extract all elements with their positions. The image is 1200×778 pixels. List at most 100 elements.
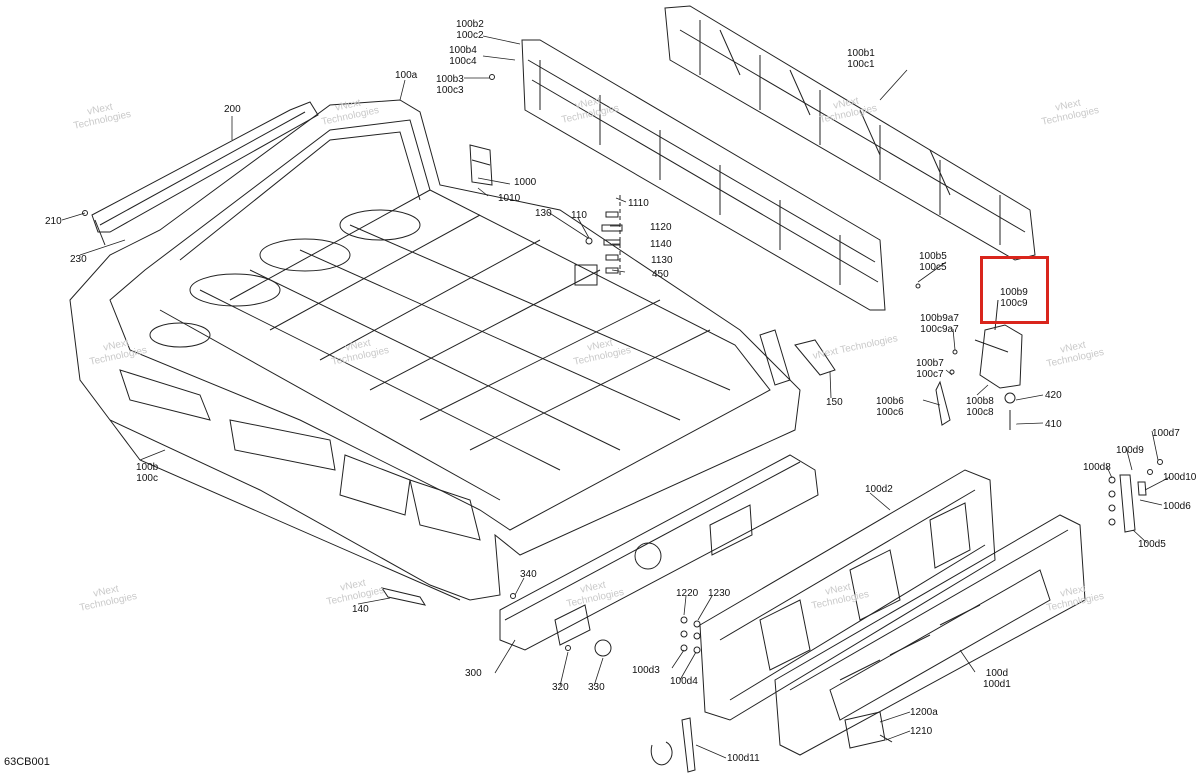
callout-340[interactable]: 340 bbox=[520, 569, 537, 580]
callout-100a[interactable]: 100a bbox=[395, 70, 417, 81]
callout-text: 100b1 bbox=[847, 48, 875, 59]
callout-text: 100d bbox=[985, 668, 1009, 679]
callout-text: 140 bbox=[352, 604, 369, 615]
callout-text: 100b6 bbox=[876, 396, 904, 407]
callout-text: 100b3 bbox=[436, 74, 464, 85]
callout-text: 100c2 bbox=[456, 30, 484, 41]
callout-100d6[interactable]: 100d6 bbox=[1163, 501, 1191, 512]
callout-330[interactable]: 330 bbox=[588, 682, 605, 693]
hardware-1220-1230 bbox=[680, 616, 701, 654]
callout-100d9[interactable]: 100d9 bbox=[1116, 445, 1144, 456]
callout-410[interactable]: 410 bbox=[1045, 419, 1062, 430]
callout-text: 420 bbox=[1045, 390, 1062, 401]
callout-300[interactable]: 300 bbox=[465, 668, 482, 679]
latch-part-150 bbox=[759, 329, 836, 386]
callout-230[interactable]: 230 bbox=[70, 254, 87, 265]
callout-text: 100d3 bbox=[632, 665, 660, 676]
latch-bracket-part-100b9 bbox=[974, 299, 1023, 389]
drawing-code: 63CB001 bbox=[4, 756, 50, 768]
callout-100d4[interactable]: 100d4 bbox=[670, 676, 698, 687]
callout-1000[interactable]: 1000 bbox=[514, 177, 536, 188]
callout-100d3[interactable]: 100d3 bbox=[632, 665, 660, 676]
callout-text: 130 bbox=[535, 208, 552, 219]
callout-text: 100c9 bbox=[1000, 298, 1028, 309]
callout-110[interactable]: 110 bbox=[571, 210, 587, 221]
callout-text: 100b8 bbox=[966, 396, 994, 407]
callout-320[interactable]: 320 bbox=[552, 682, 569, 693]
callout-200[interactable]: 200 bbox=[224, 104, 241, 115]
latch-part-1200a bbox=[844, 711, 893, 749]
callout-text: 330 bbox=[588, 682, 605, 693]
callout-1110[interactable]: 1110 bbox=[628, 198, 649, 209]
cable-part-100d11 bbox=[650, 717, 696, 773]
callout-text: 410 bbox=[1045, 419, 1062, 430]
callout-1010[interactable]: 1010 bbox=[498, 193, 520, 204]
callout-text: 100b bbox=[136, 462, 159, 473]
callout-140[interactable]: 140 bbox=[352, 604, 369, 615]
callout-text: 100d9 bbox=[1116, 445, 1144, 456]
callout-text: 1140 bbox=[650, 239, 672, 250]
callout-1230[interactable]: 1230 bbox=[708, 588, 730, 599]
strip-part-140 bbox=[380, 587, 427, 606]
callout-1220[interactable]: 1220 bbox=[676, 588, 698, 599]
bed-rail-part-200 bbox=[91, 101, 319, 246]
callout-100d10[interactable]: 100d10 bbox=[1163, 472, 1196, 483]
callout-text: 100b7 bbox=[916, 358, 944, 369]
front-frame-part-100b1 bbox=[664, 5, 1036, 261]
small-fasteners bbox=[915, 283, 1016, 430]
callout-text: 450 bbox=[652, 269, 669, 280]
callout-text: 200 bbox=[224, 104, 241, 115]
callout-text: 100c6 bbox=[876, 407, 904, 418]
callout-text: 100d1 bbox=[983, 679, 1011, 690]
callout-100d2[interactable]: 100d2 bbox=[865, 484, 893, 495]
callout-text: 340 bbox=[520, 569, 537, 580]
callout-210[interactable]: 210 bbox=[45, 216, 62, 227]
callout-150[interactable]: 150 bbox=[826, 397, 843, 408]
tailgate-beam-part-300 bbox=[499, 454, 819, 657]
callout-130[interactable]: 130 bbox=[535, 208, 552, 219]
callout-1120[interactable]: 1120 bbox=[650, 222, 672, 233]
callout-100d8[interactable]: 100d8 bbox=[1083, 462, 1111, 473]
callout-1140[interactable]: 1140 bbox=[650, 239, 672, 250]
callout-420[interactable]: 420 bbox=[1045, 390, 1062, 401]
callout-text: 230 bbox=[70, 254, 87, 265]
hinge-hardware-100d5 bbox=[1108, 459, 1163, 533]
callout-text: 1110 bbox=[628, 198, 649, 209]
callout-text: 1120 bbox=[650, 222, 672, 233]
callout-text: 1010 bbox=[498, 193, 521, 204]
callout-text: 1000 bbox=[514, 177, 537, 188]
callout-text: 1130 bbox=[651, 255, 673, 266]
callout-text: 100d5 bbox=[1138, 539, 1166, 550]
misc-fasteners bbox=[82, 74, 571, 651]
highlight-box bbox=[980, 256, 1049, 324]
callout-1130[interactable]: 1130 bbox=[651, 255, 673, 266]
leader-lines bbox=[61, 35, 1171, 759]
callout-text: 210 bbox=[45, 216, 62, 227]
callout-100d11[interactable]: 100d11 bbox=[727, 753, 760, 764]
callout-text: 100d8 bbox=[1083, 462, 1111, 473]
callout-text: 110 bbox=[571, 210, 587, 221]
callout-1210[interactable]: 1210 bbox=[910, 726, 932, 737]
callout-450[interactable]: 450 bbox=[652, 269, 669, 280]
callout-text: 100c1 bbox=[847, 59, 875, 70]
tailgate-outer-part-100d bbox=[774, 514, 1086, 756]
callout-100d5[interactable]: 100d5 bbox=[1138, 539, 1166, 550]
callout-100d7[interactable]: 100d7 bbox=[1152, 428, 1180, 439]
callout-text: 100d6 bbox=[1163, 501, 1191, 512]
callout-1200a[interactable]: 1200a bbox=[910, 707, 938, 718]
callout-text: 100d2 bbox=[865, 484, 893, 495]
callout-text: 100c8 bbox=[966, 407, 994, 418]
